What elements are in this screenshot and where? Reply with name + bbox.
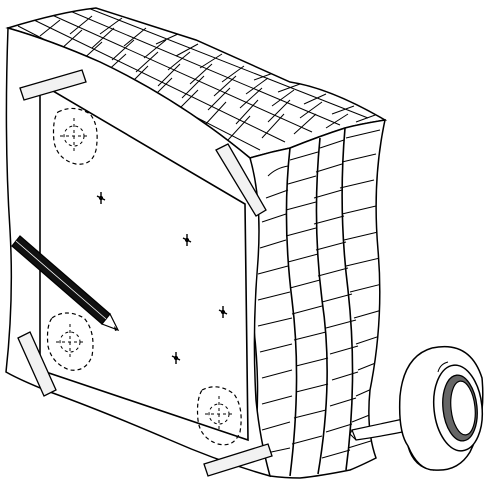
cross-mark bbox=[182, 234, 192, 246]
cross-mark bbox=[96, 192, 106, 204]
pencil-icon bbox=[11, 235, 120, 332]
cross-mark bbox=[218, 306, 228, 318]
speaker-outline-bottom-right bbox=[196, 386, 242, 446]
wall-top-face bbox=[5, 7, 388, 159]
tape-strip-top-right bbox=[215, 143, 267, 217]
masking-tape-roll-icon bbox=[398, 345, 484, 471]
speaker-outline-top-left bbox=[52, 107, 98, 165]
screw-hole-crosses bbox=[96, 192, 228, 364]
wall-side-face bbox=[249, 119, 386, 479]
tape-strip-bottom-left bbox=[17, 331, 57, 397]
side-brick-pattern bbox=[257, 127, 383, 477]
tape-strip-top-left bbox=[19, 69, 87, 101]
top-brick-pattern bbox=[17, 8, 385, 151]
tape-strip-bottom-right bbox=[203, 443, 273, 477]
speaker-outline-bottom-left bbox=[46, 312, 94, 371]
cross-mark bbox=[171, 352, 181, 364]
